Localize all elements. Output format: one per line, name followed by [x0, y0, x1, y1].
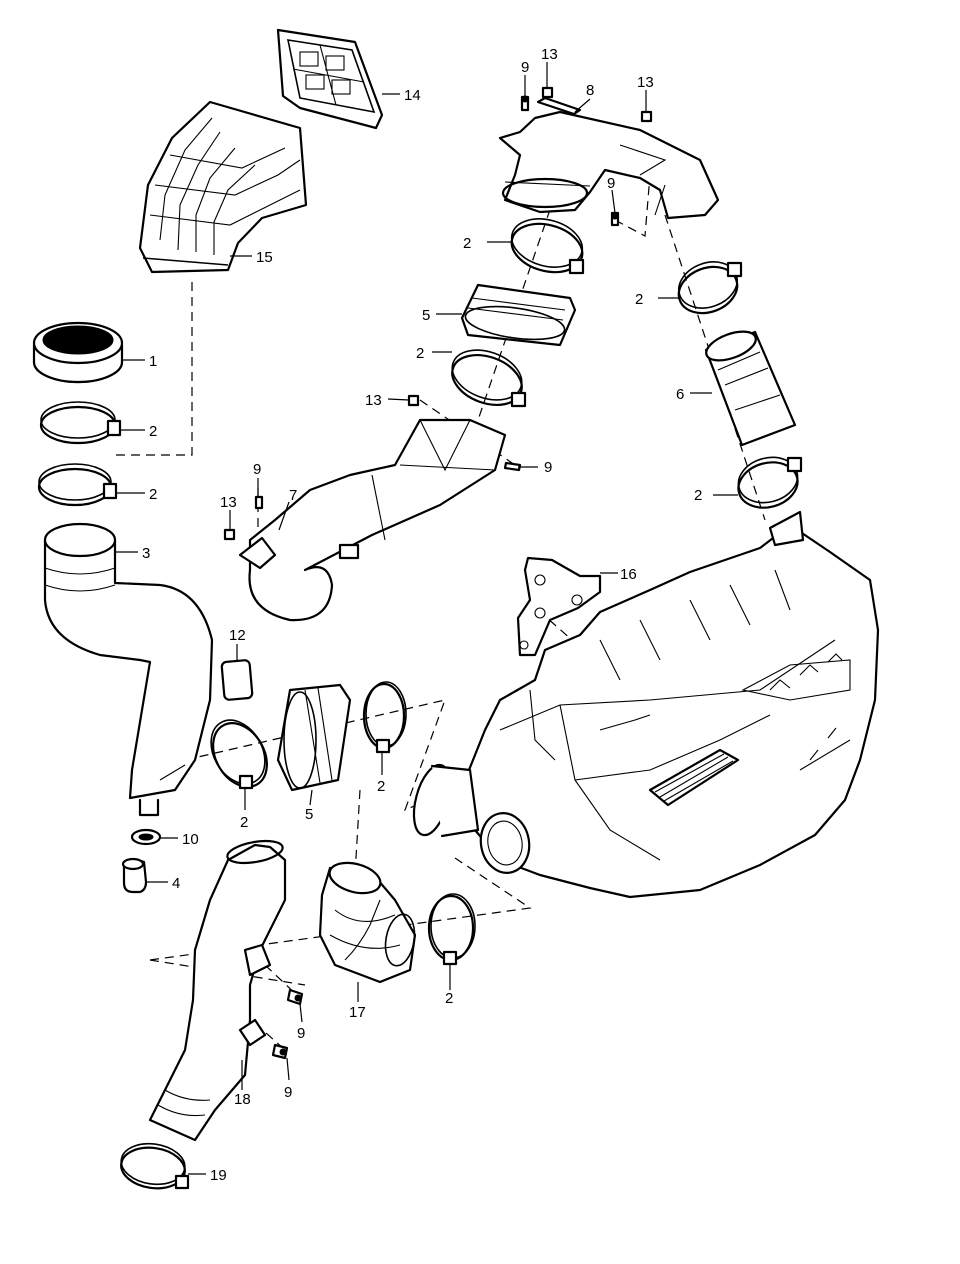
charger-housing[interactable]: [407, 510, 880, 899]
clamp-2-left-mid[interactable]: [37, 463, 118, 507]
callout-9: 9: [544, 459, 552, 476]
duct-8[interactable]: [498, 110, 720, 220]
callout-9: 9: [297, 1025, 305, 1042]
callout-numbers: 14 15 1 2 2 3 9 13 8 13 9 2 2 5 2 6 13 9…: [142, 46, 702, 1184]
sleeve-6[interactable]: [702, 326, 797, 447]
callout-8: 8: [586, 82, 594, 99]
clamp-19[interactable]: [119, 1140, 190, 1193]
clamp-2-center[interactable]: [445, 341, 528, 414]
callout-2: 2: [635, 291, 643, 308]
callout-13: 13: [637, 74, 654, 91]
callout-5: 5: [305, 806, 313, 823]
filter-cap-1[interactable]: [32, 321, 124, 384]
callout-2: 2: [377, 778, 385, 795]
clamp-2-lower-left[interactable]: [200, 711, 278, 797]
clamp-2-lower-right[interactable]: [427, 893, 476, 966]
callout-2: 2: [149, 486, 157, 503]
callout-13: 13: [541, 46, 558, 63]
callout-10: 10: [182, 831, 199, 848]
callout-2: 2: [694, 487, 702, 504]
nuts-13[interactable]: [223, 86, 653, 541]
callout-4: 4: [172, 875, 180, 892]
clamp-2-right-mid[interactable]: [733, 451, 803, 514]
elbow-17[interactable]: [318, 858, 418, 984]
callout-9: 9: [521, 59, 529, 76]
callout-17: 17: [349, 1004, 366, 1021]
callout-2: 2: [416, 345, 424, 362]
callout-9: 9: [284, 1084, 292, 1101]
callout-15: 15: [256, 249, 273, 266]
callout-14: 14: [404, 87, 421, 104]
callout-1: 1: [149, 353, 157, 370]
clip-10[interactable]: [130, 828, 162, 846]
cap-4[interactable]: [121, 857, 148, 894]
coupling-5-top[interactable]: [460, 283, 577, 347]
leader-lines: [115, 62, 738, 1175]
callout-9: 9: [607, 175, 615, 192]
callout-5: 5: [422, 307, 430, 324]
duct-18[interactable]: [148, 837, 287, 1142]
callout-12: 12: [229, 627, 246, 644]
callout-13: 13: [365, 392, 382, 409]
coupling-5-lower[interactable]: [276, 683, 352, 792]
duct-7[interactable]: [238, 418, 507, 622]
clamp-2-left-top[interactable]: [39, 401, 122, 445]
callout-2: 2: [240, 814, 248, 831]
clamp-2-top-center[interactable]: [506, 211, 587, 279]
callout-13: 13: [220, 494, 237, 511]
callout-2: 2: [463, 235, 471, 252]
callout-9: 9: [253, 461, 261, 478]
filter-element-14[interactable]: [276, 28, 384, 130]
clamp-2-top-right[interactable]: [672, 254, 743, 321]
callout-16: 16: [620, 566, 637, 583]
duct-3[interactable]: [43, 522, 214, 817]
callout-7: 7: [289, 487, 297, 504]
callout-2: 2: [149, 423, 157, 440]
intake-boot-15[interactable]: [138, 100, 308, 274]
callout-3: 3: [142, 545, 150, 562]
callout-19: 19: [210, 1167, 227, 1184]
callout-2: 2: [445, 990, 453, 1007]
gasket-12[interactable]: [220, 659, 254, 701]
callout-18: 18: [234, 1091, 251, 1108]
callout-6: 6: [676, 386, 684, 403]
clamp-2-lower-center[interactable]: [362, 681, 407, 754]
bracket-16[interactable]: [516, 556, 602, 657]
